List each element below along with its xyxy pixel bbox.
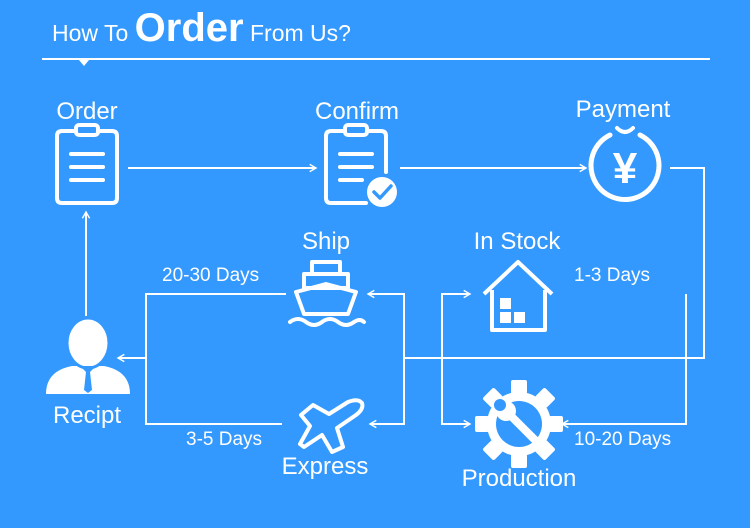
title-emphasis: Order xyxy=(134,6,244,50)
connector-production-to-merge xyxy=(560,358,687,429)
connector-split-to-instock xyxy=(441,289,472,358)
connector-ship-to-recipt xyxy=(116,293,286,363)
duration-production: 10-20 Days xyxy=(574,429,672,450)
title-suffix: From Us? xyxy=(243,20,351,46)
page-title: How To Order From Us? xyxy=(52,6,351,51)
connector-split-to-production xyxy=(441,358,472,429)
person-icon xyxy=(46,316,130,394)
duration-ship: 20-30 Days xyxy=(162,265,260,286)
connector-merge-to-ship xyxy=(366,289,405,358)
house-icon xyxy=(482,260,554,332)
node-label-recipt: Recipt xyxy=(52,402,122,429)
connector-payment-to-split xyxy=(442,167,705,359)
connector-express-to-recipt xyxy=(145,358,282,425)
node-label-express: Express xyxy=(281,453,369,480)
yen-coin-icon xyxy=(588,126,662,203)
title-underline xyxy=(42,58,710,60)
node-label-ship: Ship xyxy=(301,228,351,255)
clipboard-icon xyxy=(55,123,119,205)
connector-merge-to-express xyxy=(368,358,405,429)
title-notch xyxy=(79,60,89,66)
node-label-payment: Payment xyxy=(575,96,671,123)
yen-symbol: ¥ xyxy=(613,144,638,193)
node-label-confirm: Confirm xyxy=(314,98,400,125)
ship-icon xyxy=(288,260,366,327)
node-label-order: Order xyxy=(56,98,118,125)
duration-in-stock: 1-3 Days xyxy=(574,265,651,286)
node-label-in-stock: In Stock xyxy=(473,228,561,255)
node-label-production: Production xyxy=(461,465,577,492)
title-prefix: How To xyxy=(52,20,135,46)
clipboard-check-icon xyxy=(324,123,388,205)
airplane-icon xyxy=(298,398,365,454)
duration-express: 3-5 Days xyxy=(186,429,263,450)
gear-wrench-icon xyxy=(475,380,563,468)
